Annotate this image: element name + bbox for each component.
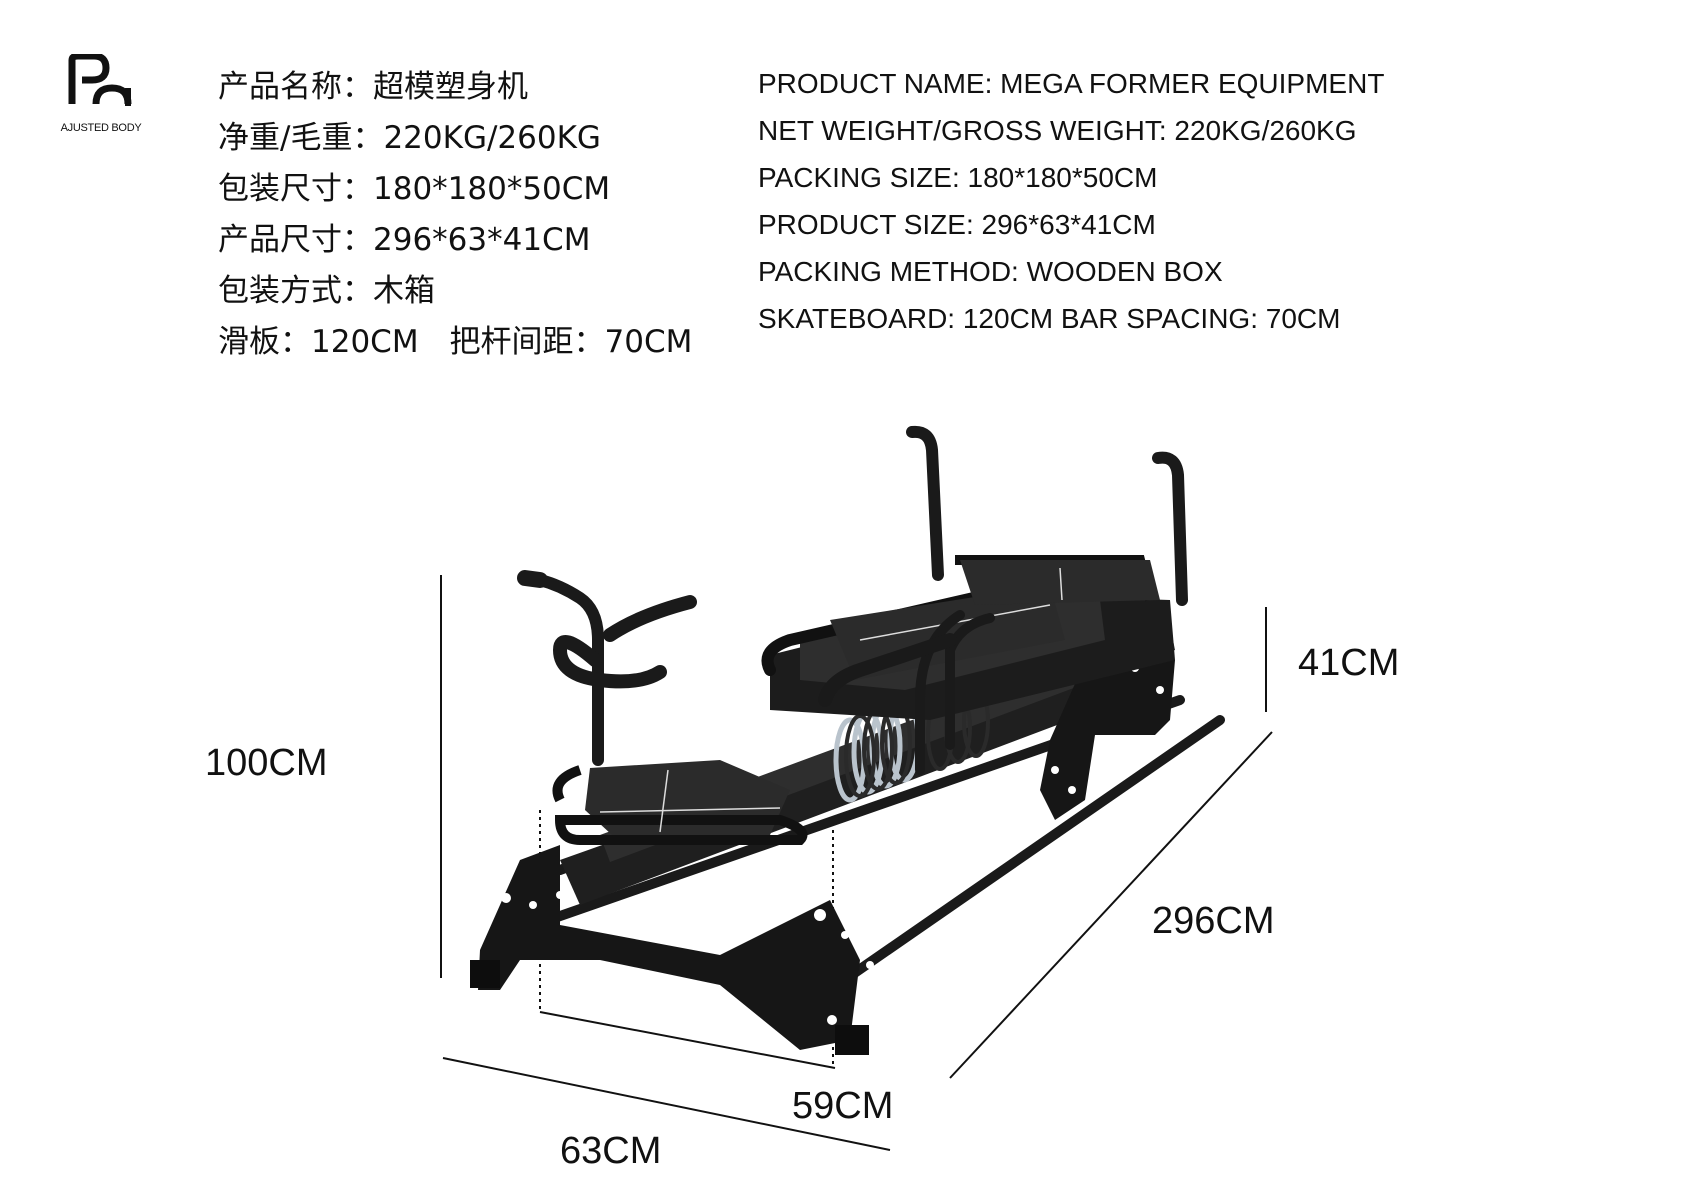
brand-name: AJUSTED BODY: [60, 122, 142, 134]
dim-label-height-total: 100CM: [205, 742, 328, 784]
specs-chinese: 产品名称：超模塑身机 净重/毛重：220KG/260KG 包装尺寸：180*18…: [218, 62, 692, 368]
brand-logo: AJUSTED BODY: [36, 54, 166, 144]
spec-cn-packing-method: 包装方式：木箱: [218, 273, 435, 309]
dim-label-width-outer: 63CM: [560, 1130, 662, 1172]
dim-line-width-outer: [442, 1057, 891, 1151]
specs-english: PRODUCT NAME: MEGA FORMER EQUIPMENT NET …: [758, 60, 1384, 342]
spec-en-weight: NET WEIGHT/GROSS WEIGHT: 220KG/260KG: [758, 115, 1357, 146]
spec-cn-weight: 净重/毛重：220KG/260KG: [218, 120, 601, 156]
spec-en-packing-size: PACKING SIZE: 180*180*50CM: [758, 162, 1158, 193]
spec-en-packing-method: PACKING METHOD: WOODEN BOX: [758, 256, 1223, 287]
mega-former-machine: [470, 425, 1225, 1055]
dim-label-length: 296CM: [1152, 900, 1275, 942]
dim-line-width-inner: [539, 1011, 836, 1069]
spec-cn-product-name: 产品名称：超模塑身机: [218, 69, 528, 105]
dim-label-width-inner: 59CM: [792, 1085, 894, 1127]
spec-en-skateboard: SKATEBOARD: 120CM BAR SPACING: 70CM: [758, 303, 1341, 334]
dim-label-height-frame: 41CM: [1298, 642, 1400, 684]
logo-mark-icon: [68, 54, 132, 106]
dim-line-length: [949, 731, 1273, 1079]
spec-cn-skateboard: 滑板：120CM 把杆间距：70CM: [218, 324, 693, 360]
spec-en-product-size: PRODUCT SIZE: 296*63*41CM: [758, 209, 1156, 240]
spec-en-product-name: PRODUCT NAME: MEGA FORMER EQUIPMENT: [758, 68, 1385, 99]
spec-cn-packing-size: 包装尺寸：180*180*50CM: [218, 171, 611, 207]
spec-cn-product-size: 产品尺寸：296*63*41CM: [218, 222, 591, 258]
